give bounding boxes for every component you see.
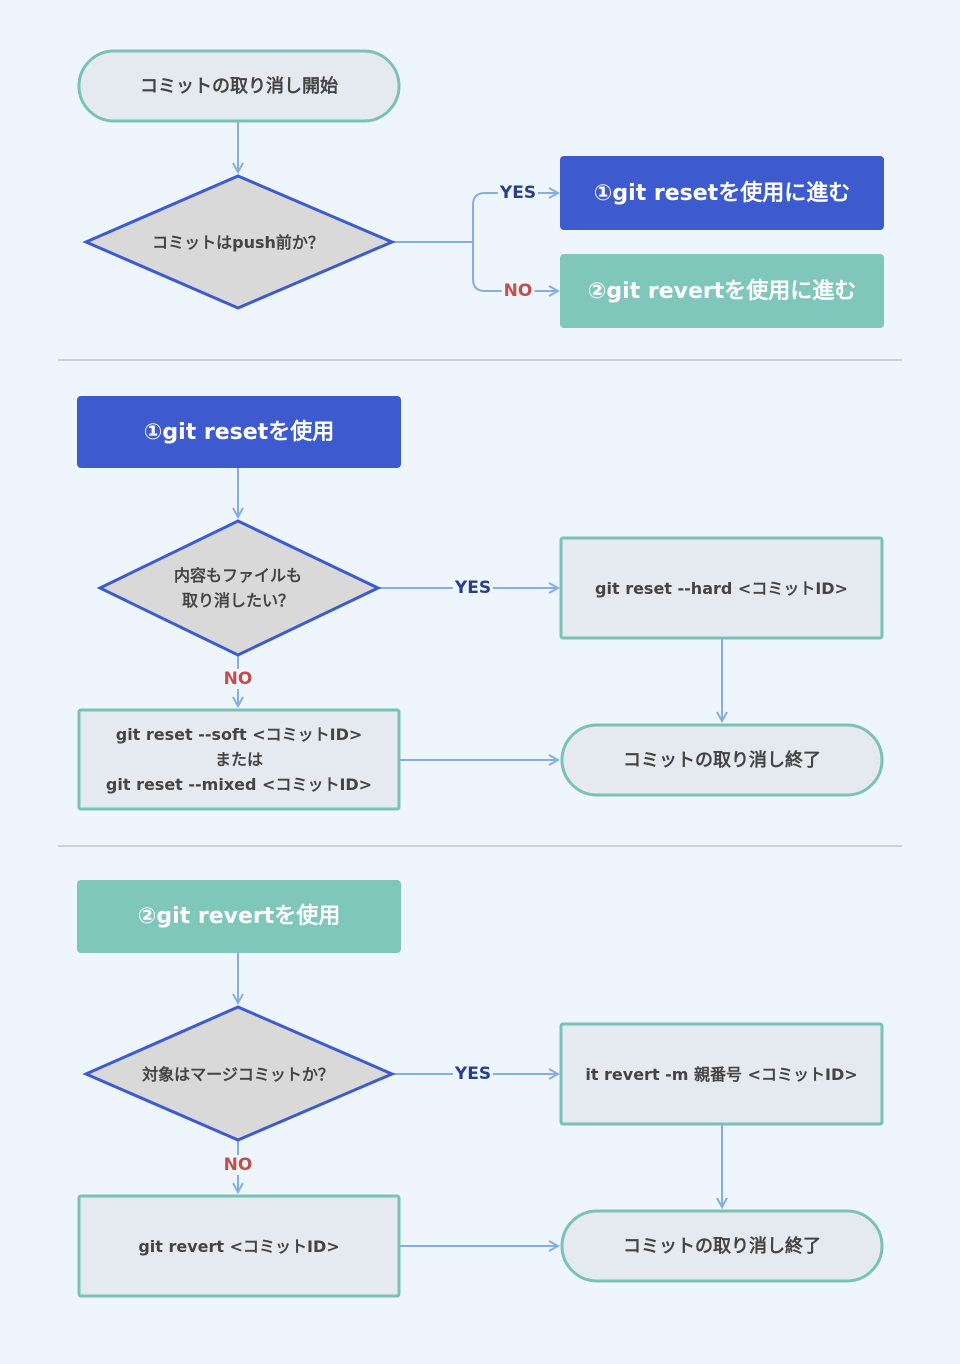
decision-diamond: [82, 174, 396, 310]
connector-arrow: [472, 193, 558, 242]
merge-revert-command: it revert -m 親番号 <コミットID>: [585, 1064, 858, 1084]
decision-label: 内容もファイルも 取り消したい？: [173, 566, 302, 610]
reset-header-label: ①git resetを使用: [143, 419, 335, 445]
yes-label: YES: [497, 183, 539, 203]
no-target-label: ②git revertを使用に進む: [587, 278, 857, 304]
decision-diamond: [96, 519, 382, 657]
start-label: コミットの取り消し開始: [140, 75, 338, 97]
no-label: NO: [501, 281, 535, 301]
no-label: NO: [221, 669, 255, 689]
yes-target-label: ①git resetを使用に進む: [593, 180, 851, 206]
yes-label: YES: [452, 578, 494, 598]
no-label: NO: [221, 1155, 255, 1175]
end-label: コミットの取り消し終了: [623, 1235, 821, 1257]
decision-diamond: [82, 1005, 396, 1142]
start-terminal: [77, 49, 401, 123]
connector-arrow: [472, 242, 558, 291]
end-terminal: [560, 723, 884, 797]
end-label: コミットの取り消し終了: [623, 749, 821, 771]
soft-mixed-reset-command: git reset --soft <コミットID> または git reset …: [105, 725, 373, 794]
yes-label: YES: [452, 1064, 494, 1084]
process-box: [559, 1022, 884, 1126]
revert-command: git revert <コミットID>: [138, 1236, 340, 1256]
revert-header-label: ②git revertを使用: [137, 904, 341, 929]
decision-label: 対象はマージコミットか？: [142, 1064, 334, 1084]
yes-target-box: [560, 156, 884, 230]
hard-reset-command: git reset --hard <コミットID>: [595, 578, 848, 598]
process-box: [77, 708, 401, 811]
reset-header-box: [77, 396, 401, 468]
end-terminal: [560, 1209, 884, 1283]
revert-header-box: [77, 880, 401, 953]
no-target-box: [560, 254, 884, 328]
process-box: [77, 1194, 401, 1298]
decision-label: コミットはpush前か？: [152, 232, 324, 252]
process-box: [559, 536, 884, 640]
